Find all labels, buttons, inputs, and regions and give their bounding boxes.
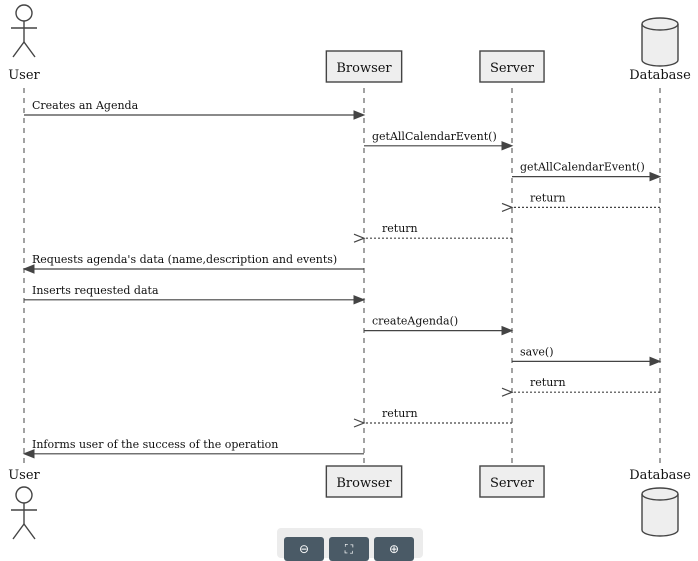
message-11: return [353, 407, 512, 428]
database-database-cylinder [641, 487, 679, 537]
filled-arrowhead-icon [501, 141, 514, 151]
participant-box [325, 50, 403, 83]
participant-label: Browser [336, 476, 392, 491]
message-5: return [353, 222, 512, 243]
participant-label: Browser [336, 61, 392, 76]
zoom-in-icon: ⊕ [388, 542, 400, 556]
message-label: return [530, 376, 566, 389]
open-arrowhead-icon [353, 418, 366, 428]
zoom-toolbar: ⊖ ⛶ ⊕ [277, 528, 423, 561]
message-1: Creates an Agenda [24, 99, 366, 120]
participant-box [479, 50, 545, 83]
message-label: Informs user of the success of the opera… [32, 438, 278, 451]
open-arrowhead-icon [501, 202, 514, 212]
message-3: getAllCalendarEvent() [512, 161, 662, 182]
filled-arrowhead-icon [649, 356, 662, 367]
filled-arrowhead-icon [649, 171, 662, 182]
participant-database-bottom: Database [629, 468, 691, 537]
message-8: createAgenda() [364, 315, 514, 336]
participant-label: Server [490, 476, 535, 491]
filled-arrowhead-icon [353, 110, 366, 120]
database-database-cylinder [641, 17, 679, 67]
participant-label: Database [629, 68, 691, 83]
message-9: save() [512, 345, 662, 367]
message-12: Informs user of the success of the opera… [22, 438, 364, 459]
participant-server-bottom: Server [479, 465, 545, 498]
participant-label: User [8, 468, 40, 483]
open-arrowhead-icon [501, 387, 514, 397]
participant-browser-bottom: Browser [325, 465, 403, 498]
message-label: Creates an Agenda [32, 99, 139, 112]
actor-user-figure [11, 486, 37, 540]
message-7: Inserts requested data [24, 284, 366, 305]
participant-server-top: Server [479, 50, 545, 83]
participant-box [479, 465, 545, 498]
actor-user-figure [11, 4, 37, 58]
message-label: Requests agenda's data (name,description… [32, 253, 337, 266]
message-label: return [382, 407, 418, 420]
participant-box [325, 465, 403, 498]
message-4: return [501, 191, 660, 212]
message-label: save() [520, 345, 554, 358]
message-label: Inserts requested data [32, 284, 159, 297]
message-label: getAllCalendarEvent() [372, 130, 497, 143]
participant-label: Database [629, 468, 691, 483]
participant-user-top: User [8, 4, 41, 83]
participant-label: Server [490, 61, 535, 76]
message-label: createAgenda() [372, 315, 458, 328]
fit-screen-icon: ⛶ [344, 542, 354, 556]
fit-screen-button[interactable]: ⛶ [329, 537, 369, 561]
participant-browser-top: Browser [325, 50, 403, 83]
message-2: getAllCalendarEvent() [364, 130, 514, 151]
participant-label: User [8, 68, 40, 83]
message-label: return [530, 191, 566, 204]
participant-user-bottom: User [8, 468, 41, 540]
filled-arrowhead-icon [353, 295, 366, 305]
filled-arrowhead-icon [501, 325, 514, 336]
message-6: Requests agenda's data (name,description… [22, 253, 364, 274]
participant-database-top: Database [629, 17, 691, 83]
filled-arrowhead-icon [22, 264, 35, 274]
message-label: getAllCalendarEvent() [520, 161, 645, 174]
filled-arrowhead-icon [22, 449, 35, 459]
message-10: return [501, 376, 660, 397]
message-label: return [382, 222, 418, 235]
open-arrowhead-icon [353, 233, 366, 243]
zoom-out-button[interactable]: ⊖ [284, 537, 324, 561]
zoom-out-icon: ⊖ [298, 542, 310, 556]
zoom-in-button[interactable]: ⊕ [374, 537, 414, 561]
